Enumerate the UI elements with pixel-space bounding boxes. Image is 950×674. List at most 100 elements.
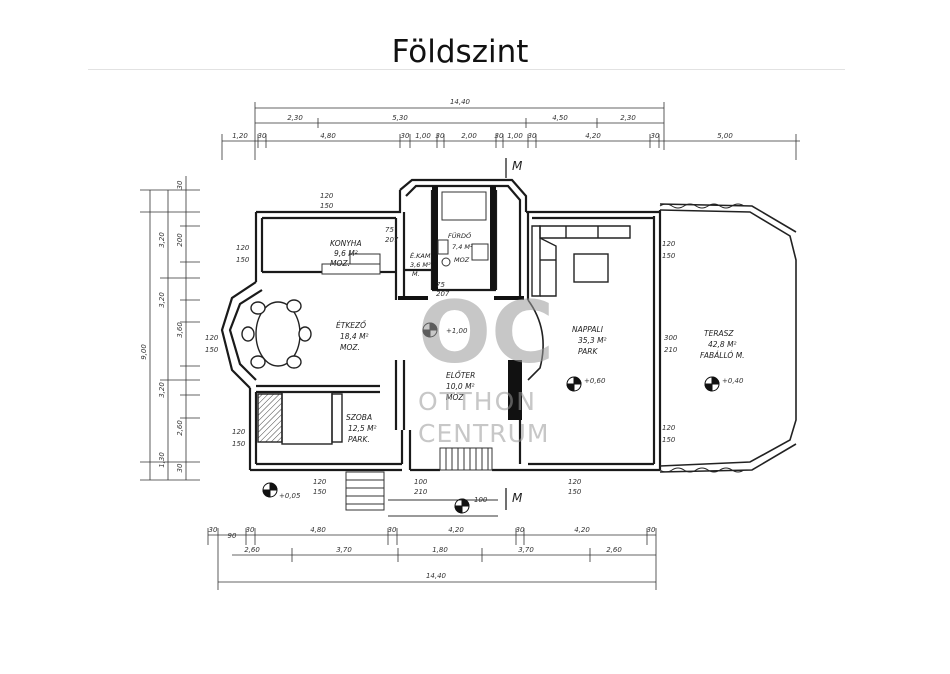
dining-table — [241, 299, 312, 369]
room-ekam-floor: M. — [412, 270, 420, 278]
opening-7: 120 — [662, 240, 676, 248]
opening-19: 120 — [313, 478, 327, 486]
level-etkezo: +1,00 — [446, 327, 468, 335]
dim-top-row2-1: 2,30 — [287, 114, 303, 122]
room-eloter: ELŐTER 10,0 M² MOZ — [446, 371, 475, 402]
bottom-dimension-labels: 30 90 30 4,80 30 4,20 30 4,20 30 2,60 3,… — [209, 526, 656, 580]
room-terasz: TERASZ 42,8 M² FABÁLLÓ M. — [700, 329, 745, 360]
room-ekam: É.KAM. 3,6 M² M. — [410, 251, 433, 278]
left-dimension-lines — [140, 176, 200, 481]
dim-left-1: 3,20 — [158, 232, 166, 248]
opening-16: 207 — [436, 290, 450, 298]
dim-top-row3-2: 30 — [258, 132, 267, 140]
dim-bottom-8: 4,20 — [574, 526, 590, 534]
dim-top-total: 14,40 — [450, 98, 471, 106]
dim-left-3: 3,20 — [158, 382, 166, 398]
opening-8: 150 — [662, 252, 676, 260]
dim-top-row3-9: 1,00 — [507, 132, 523, 140]
dim-bottom-7: 30 — [516, 526, 525, 534]
room-szoba-name: SZOBA — [346, 413, 372, 422]
top-dimension-lines — [221, 102, 800, 160]
dim-bottom-2: 90 — [228, 532, 237, 540]
room-etkezo-name: ÉTKEZŐ — [336, 321, 366, 330]
dim-top-row3-8: 30 — [495, 132, 504, 140]
room-konyha-floor: MOZ. — [330, 259, 350, 268]
room-ekam-area: 3,6 M² — [410, 261, 431, 269]
dim-top-row3-4: 30 — [401, 132, 410, 140]
opening-14: 207 — [385, 236, 399, 244]
watermark-line2: CENTRUM — [418, 419, 549, 448]
room-szoba: SZOBA 12,5 M² PARK. — [346, 413, 377, 444]
room-eloter-area: 10,0 M² — [446, 382, 475, 391]
opening-5: 120 — [232, 428, 246, 436]
dim-bottom-12: 1,80 — [432, 546, 448, 554]
level-entrance: 100 — [474, 496, 488, 504]
dim-bottom-11: 3,70 — [336, 546, 352, 554]
dim-bottom-6: 4,20 — [448, 526, 464, 534]
dim-left-4: 1,30 — [158, 452, 166, 468]
opening-labels: 120 150 120 150 120 150 120 150 120 150 … — [205, 192, 678, 496]
level-marker-terasz — [704, 376, 720, 392]
dim-bottom-5: 30 — [388, 526, 397, 534]
living-sofa — [531, 225, 631, 297]
opening-11: 300 — [664, 334, 678, 342]
room-konyha-name: KONYHA — [330, 239, 362, 248]
dim-left-8: 30 — [176, 180, 184, 189]
room-konyha: KONYHA 9,6 M² MOZ. — [330, 239, 362, 268]
dim-top-row2-2: 5,30 — [392, 114, 408, 122]
dim-top-row3-13: 5,00 — [717, 132, 733, 140]
dim-bottom-3: 30 — [246, 526, 255, 534]
opening-18: 210 — [414, 488, 428, 496]
dim-top-row3-6: 30 — [436, 132, 445, 140]
opening-12: 210 — [664, 346, 678, 354]
room-szoba-floor: PARK. — [348, 435, 370, 444]
entrance-stairs — [345, 447, 498, 517]
dim-bottom-4: 4,80 — [310, 526, 326, 534]
level-nappali: +0,60 — [584, 377, 606, 385]
room-terasz-area: 42,8 M² — [708, 340, 737, 349]
dim-bottom-9: 30 — [647, 526, 656, 534]
opening-9: 120 — [662, 424, 676, 432]
opening-20: 150 — [313, 488, 327, 496]
room-nappali: NAPPALI 35,3 M² PARK — [572, 325, 607, 356]
room-terasz-floor: FABÁLLÓ M. — [700, 351, 745, 360]
left-dimension-labels: 9,00 3,20 3,20 3,20 1,30 3,60 2,60 200 3… — [140, 180, 184, 472]
top-dimension-labels: 14,40 2,30 5,30 4,50 2,30 1,20 30 4,80 3… — [232, 98, 733, 140]
room-etkezo: ÉTKEZŐ 18,4 M² MOZ. — [336, 321, 369, 352]
room-terasz-name: TERASZ — [704, 329, 734, 338]
room-etkezo-area: 18,4 M² — [340, 332, 369, 341]
opening-15: 75 — [436, 281, 445, 289]
dim-top-row3-12: 30 — [651, 132, 660, 140]
dim-bottom-14: 2,60 — [606, 546, 622, 554]
watermark-logo: OC — [418, 283, 554, 383]
opening-22: 150 — [568, 488, 582, 496]
section-mark-top: M — [512, 159, 523, 173]
room-nappali-floor: PARK — [578, 347, 598, 356]
opening-2: 150 — [236, 256, 250, 264]
room-nappali-name: NAPPALI — [572, 325, 604, 334]
room-nappali-area: 35,3 M² — [578, 336, 607, 345]
level-marker-entrance — [454, 498, 470, 514]
dim-left-total: 9,00 — [140, 344, 148, 360]
solid-wall-blocks — [398, 186, 524, 420]
level-marker-etkezo — [422, 322, 438, 338]
dim-top-row3-3: 4,80 — [320, 132, 336, 140]
room-furdo: FÜRDŐ 7,4 M² MOZ — [448, 231, 473, 264]
dim-top-row3-11: 4,20 — [585, 132, 601, 140]
room-eloter-floor: MOZ — [446, 393, 464, 402]
dim-left-6: 2,60 — [176, 420, 184, 436]
otthon-centrum-watermark: OC OTTHON CENTRUM — [418, 283, 554, 448]
opening-4: 150 — [205, 346, 219, 354]
page-title: Földszint — [391, 34, 529, 70]
dim-top-row3-7: 2,00 — [461, 132, 477, 140]
opening-6: 150 — [232, 440, 246, 448]
dim-left-5: 3,60 — [176, 322, 184, 338]
dim-left-7: 200 — [176, 233, 184, 247]
dim-top-row3-1: 1,20 — [232, 132, 248, 140]
dim-left-2: 3,20 — [158, 292, 166, 308]
dim-left-9: 30 — [176, 463, 184, 472]
level-terasz: +0,40 — [722, 377, 744, 385]
level-marker-outside — [262, 482, 278, 498]
watermark-line1: OTTHON — [418, 387, 537, 416]
terrace-outline — [659, 203, 797, 473]
